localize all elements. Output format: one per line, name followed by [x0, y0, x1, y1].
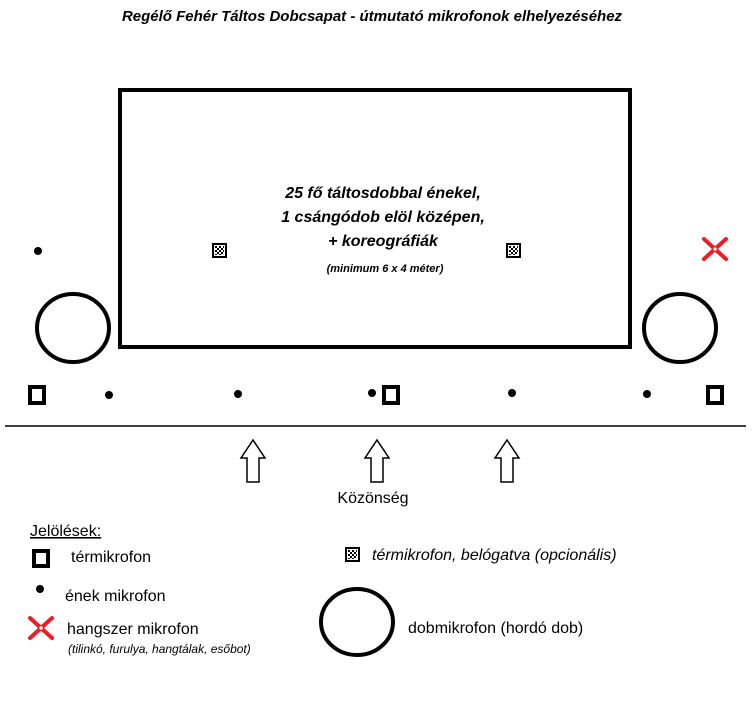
stage-description-line-3: + koreográfiák: [328, 233, 439, 250]
legend-hanging-room-mic-label: térmikrofon, belógatva (opcionális): [372, 547, 617, 564]
audience-arrow-icon: [240, 439, 266, 483]
audience-arrow-icon: [494, 439, 520, 483]
legend-vocal-mic-label: ének mikrofon: [65, 588, 166, 605]
drum-mic-icon: [35, 292, 111, 364]
stage-size-note: (minimum 6 x 4 méter): [327, 263, 444, 275]
vocal-mic-icon: [234, 390, 242, 398]
audience-arrow-icon: [364, 439, 390, 483]
hanging-room-mic-icon: [506, 243, 521, 258]
vocal-mic-icon: [643, 390, 651, 398]
room-mic-icon: [382, 385, 400, 405]
audience-label: Közönség: [337, 490, 408, 507]
legend-vocal-mic-icon: [36, 585, 44, 593]
legend-heading: Jelölések:: [30, 523, 101, 540]
stage-description-line-1: 25 fő táltosdobbal énekel,: [284, 185, 481, 202]
vocal-mic-icon: [508, 389, 516, 397]
legend-drum-mic-label: dobmikrofon (hordó dob): [408, 620, 583, 637]
legend-instrument-mic-label: hangszer mikrofon: [67, 621, 199, 638]
hanging-room-mic-icon: [212, 243, 227, 258]
stage-description-line-2: 1 csángódob elöl középen,: [281, 209, 485, 226]
instrument-mic-icon: [702, 237, 728, 261]
diagram-title: Regélő Fehér Táltos Dobcsapat - útmutató…: [122, 8, 623, 25]
legend-instrument-mic-note: (tilinkó, furulya, hangtálak, esőbot): [68, 642, 251, 656]
vocal-mic-icon: [368, 389, 376, 397]
legend-room-mic-icon: [32, 549, 50, 568]
legend-room-mic-label: térmikrofon: [71, 549, 151, 566]
vocal-mic-icon: [105, 391, 113, 399]
drum-mic-icon: [642, 292, 718, 364]
stage-area: [118, 88, 632, 349]
vocal-mic-icon: [34, 247, 42, 255]
legend-drum-mic-icon: [319, 587, 395, 657]
room-mic-icon: [706, 385, 724, 405]
room-mic-icon: [28, 385, 46, 405]
legend-hanging-room-mic-icon: [345, 547, 360, 562]
legend-instrument-mic-icon: [28, 616, 54, 640]
